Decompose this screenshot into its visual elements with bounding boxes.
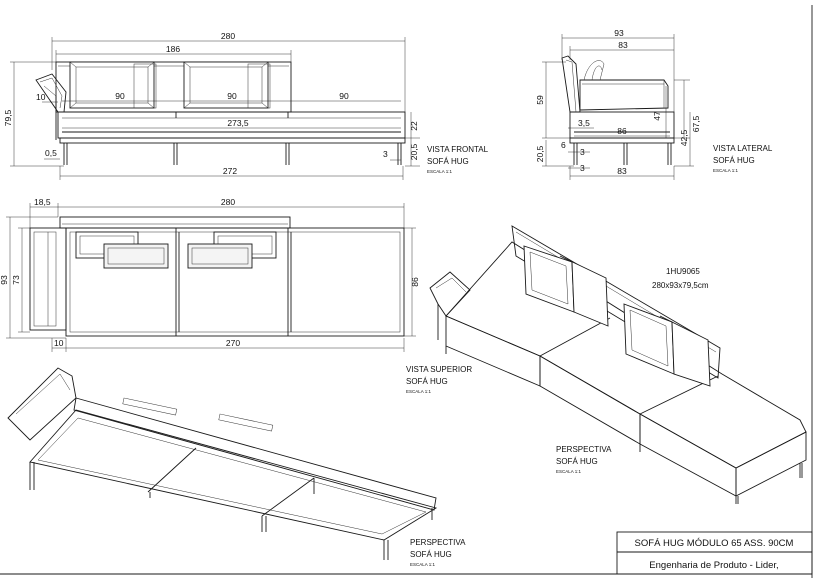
- dim-top-inner-width: 270: [226, 338, 240, 348]
- dim-front-seat-a: 90: [115, 91, 125, 101]
- dim-front-arm-offset: 10: [36, 92, 46, 102]
- perspective-left: PERSPECTIVA SOFÁ HUG ESCALA 1:1: [7, 367, 466, 567]
- dim-side-height-20: 20,5: [535, 145, 545, 162]
- dim-top-left-depth: 73: [11, 275, 21, 285]
- product-size: 280x93x79,5cm: [652, 281, 709, 290]
- perspective-right-name: SOFÁ HUG: [556, 457, 598, 466]
- title-block-subtitle: Engenharia de Produto - Lider,: [649, 560, 778, 571]
- perspective-right-cushion-2: [623, 303, 711, 387]
- side-view-label: VISTA LATERAL: [713, 144, 773, 153]
- top-view-name: SOFÁ HUG: [406, 377, 448, 386]
- side-backrest: [561, 55, 581, 113]
- dim-front-back-width: 186: [166, 44, 180, 54]
- dim-front-seat-c: 90: [339, 91, 349, 101]
- dim-top-right-depth: 86: [410, 277, 420, 287]
- front-view: 280 186 90 90 90 273,5 272 79,5 10 0,5 2…: [3, 31, 489, 180]
- front-base: [59, 137, 406, 165]
- dim-side-height-67: 67,5: [691, 115, 701, 132]
- perspective-left-name: SOFÁ HUG: [410, 550, 452, 559]
- dim-side-total-depth: 93: [614, 28, 624, 38]
- side-cushion: [579, 60, 669, 111]
- front-cushion-right: [183, 61, 271, 109]
- dim-top-total-width: 280: [221, 197, 235, 207]
- top-view-label: VISTA SUPERIOR: [406, 365, 472, 374]
- product-code: 1HU9065: [666, 267, 700, 276]
- dim-side-depth-86: 86: [617, 126, 627, 136]
- side-view-scale: ESCALA 1:1: [713, 168, 739, 173]
- dim-side-height-47: 47: [652, 111, 662, 121]
- title-block-title: SOFÁ HUG MÓDULO 65 ASS. 90CM: [635, 538, 794, 549]
- dim-side-height-42: 42,5: [679, 129, 689, 146]
- dim-front-foot-height: 20,5: [409, 143, 419, 160]
- perspective-right: 1HU9065 280x93x79,5cm PERSPECTIVA SOFÁ H…: [429, 225, 807, 504]
- perspective-left-label: PERSPECTIVA: [410, 538, 466, 547]
- perspective-right-scale: ESCALA 1:1: [556, 469, 582, 474]
- front-view-name: SOFÁ HUG: [427, 157, 469, 166]
- dim-side-depth-83-top: 83: [618, 40, 628, 50]
- perspective-right-label: PERSPECTIVA: [556, 445, 612, 454]
- dim-side-gap-35: 3,5: [578, 118, 590, 128]
- front-armrest: [35, 73, 67, 140]
- side-view: 93 83 86 83 59 47 67,5 42,5 20,5 3,5 3 3…: [535, 28, 773, 180]
- dim-side-gap-3a: 3: [580, 147, 585, 157]
- top-view-scale: ESCALA 1:1: [406, 389, 432, 394]
- dim-side-gap-3b: 3: [580, 163, 585, 173]
- perspective-left-scale: ESCALA 1:1: [410, 562, 436, 567]
- dim-top-outer-depth: 93: [0, 275, 9, 285]
- top-view: 280 18,5 93 73 86 10 270 VISTA SUPERIOR …: [0, 197, 472, 394]
- dim-front-height: 79,5: [3, 109, 13, 126]
- front-view-scale: ESCALA 1:1: [427, 169, 453, 174]
- front-view-label: VISTA FRONTAL: [427, 145, 489, 154]
- dim-front-leg-offset: 3: [383, 149, 388, 159]
- dim-front-foot-gap: 0,5: [45, 148, 57, 158]
- dim-side-height-59: 59: [535, 95, 545, 105]
- top-backrest: [59, 216, 291, 229]
- dim-front-seat-height: 22: [409, 121, 419, 131]
- dim-front-base-width: 272: [223, 166, 237, 176]
- side-dimensions: [542, 34, 694, 180]
- perspective-right-cushion-1: [523, 245, 609, 327]
- side-seat: [569, 111, 675, 139]
- top-armrest: [29, 227, 67, 331]
- dim-front-total-width: 280: [221, 31, 235, 41]
- dim-front-seat-b: 90: [227, 91, 237, 101]
- front-dimensions: [10, 37, 420, 180]
- side-base: [569, 137, 675, 165]
- top-dimensions: [6, 203, 416, 352]
- front-cushion-left: [69, 61, 157, 109]
- dim-side-left-6: 6: [561, 140, 566, 150]
- dim-side-depth-83-bottom: 83: [617, 166, 627, 176]
- front-seat: [57, 111, 406, 139]
- side-view-name: SOFÁ HUG: [713, 156, 755, 165]
- title-block: SOFÁ HUG MÓDULO 65 ASS. 90CM Engenharia …: [616, 531, 813, 575]
- dim-top-arm-width: 18,5: [34, 197, 51, 207]
- dim-top-left-offset: 10: [54, 338, 64, 348]
- top-cushions: [75, 231, 277, 269]
- dim-front-inner-width: 273,5: [227, 118, 249, 128]
